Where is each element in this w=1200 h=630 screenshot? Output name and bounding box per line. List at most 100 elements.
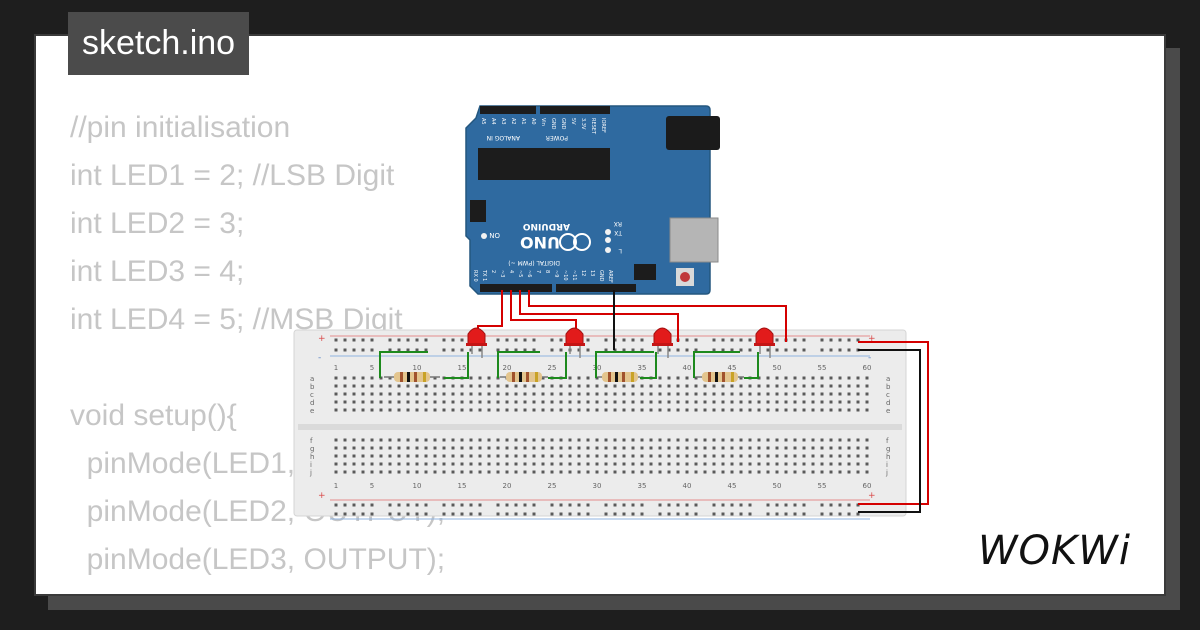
row-letter: h <box>886 453 890 461</box>
led-1 <box>466 327 487 358</box>
sketch-file-title: sketch.ino <box>68 12 250 75</box>
power-label: POWER <box>546 134 568 141</box>
wire-green-5 <box>444 352 469 379</box>
row-letter: j <box>309 469 312 477</box>
row-letter: d <box>886 399 890 407</box>
column-number: 40 <box>683 364 692 372</box>
breadboard: + + + + - - 1155101015152020252530303535… <box>293 329 907 520</box>
pin-label: ~5 <box>517 270 523 277</box>
code-line: void setup(){ <box>70 399 237 432</box>
code-line: int LED2 = 3; <box>70 207 245 240</box>
row-letter: i <box>310 461 312 469</box>
column-number: 45 <box>728 364 737 372</box>
row-letter: a <box>310 375 314 383</box>
row-letter: b <box>310 383 315 391</box>
column-number: 25 <box>548 482 557 490</box>
pin-label: GND <box>560 118 566 130</box>
wire-green-7 <box>640 352 657 379</box>
column-number: 30 <box>593 482 602 490</box>
pin-label: 3.3V <box>580 118 586 130</box>
pin-label: A4 <box>490 118 496 125</box>
analog-label: ANALOG IN <box>487 134 520 141</box>
column-number: 20 <box>503 482 512 490</box>
uno-label: UNO <box>520 233 560 252</box>
wire-pin3-led3 <box>519 290 679 342</box>
wokwi-logo: WOKWi <box>978 528 1131 574</box>
row-letter: g <box>310 445 314 453</box>
wire-rail-minus <box>858 349 921 513</box>
minus-label: - <box>868 353 871 363</box>
wire-pin2-led4 <box>528 290 787 342</box>
code-line: //pin initialisation <box>70 111 291 144</box>
arduino-brand-label: ARDUINO <box>522 221 570 231</box>
wire-green-6 <box>548 352 567 379</box>
row-letter: e <box>886 407 890 415</box>
pin-label: IOREF <box>600 118 606 133</box>
led-4 <box>754 327 775 358</box>
minus-label: - <box>318 353 321 363</box>
pin-label: A5 <box>480 118 486 125</box>
row-letter: c <box>886 391 890 399</box>
code-line: int LED1 = 2; //LSB Digit <box>70 159 395 192</box>
pin-label: 8 <box>544 270 550 273</box>
code-line: pinMode(LED4, OUTPUT); <box>70 584 445 594</box>
row-letter: b <box>886 383 891 391</box>
column-number: 1 <box>334 364 338 372</box>
pin-label: 4 <box>508 270 514 273</box>
plus-label: + <box>868 491 876 501</box>
row-letter: c <box>310 391 314 399</box>
pin-label: ~6 <box>526 270 532 277</box>
arduino-uno-board: UNO ARDUINO ON RX TX L DIGITAL (PWM ~) A… <box>465 105 720 295</box>
pin-label: RESET <box>590 118 596 135</box>
wire-green-4 <box>693 351 740 378</box>
row-letter: a <box>886 375 890 383</box>
pin-label: RX 0 <box>472 270 478 282</box>
card-shadow-bottom <box>48 596 1180 610</box>
microcontroller-chip <box>478 148 610 180</box>
wire-green-8 <box>744 352 759 379</box>
pin-label: A3 <box>500 118 506 125</box>
resistor <box>598 372 640 382</box>
column-number: 35 <box>638 482 647 490</box>
pin-label: A0 <box>530 118 536 125</box>
breadboard-column-numbers: 1155101015152020252530303535404045455050… <box>334 364 872 490</box>
pin-label: ~3 <box>499 270 505 277</box>
pin-label: ~9 <box>553 270 559 277</box>
tx-label: TX <box>614 229 623 236</box>
column-number: 10 <box>413 364 422 372</box>
wire-green-2 <box>497 351 540 378</box>
column-number: 5 <box>370 482 374 490</box>
column-number: 25 <box>548 364 557 372</box>
plus-label: + <box>318 491 326 501</box>
power-jack <box>666 116 720 150</box>
column-number: 20 <box>503 364 512 372</box>
row-letter: e <box>310 407 314 415</box>
column-number: 50 <box>773 482 782 490</box>
pin-label: GND <box>598 270 604 282</box>
pin-label: 2 <box>490 270 496 273</box>
resistor <box>384 372 440 382</box>
column-number: 45 <box>728 482 737 490</box>
rx-label: RX <box>614 220 622 227</box>
led-3 <box>652 327 673 358</box>
column-number: 15 <box>458 364 467 372</box>
code-line: int LED3 = 4; <box>70 255 245 288</box>
pin-label: TX 1 <box>481 269 487 281</box>
row-letter: d <box>310 399 314 407</box>
pin-label: ~11 <box>571 270 577 281</box>
row-letter: g <box>886 445 890 453</box>
column-number: 55 <box>818 364 827 372</box>
column-number: 1 <box>334 482 338 490</box>
row-letter: f <box>886 437 889 445</box>
column-number: 55 <box>818 482 827 490</box>
leds <box>466 327 775 358</box>
code-line: pinMode(LED3, OUTPUT); <box>70 543 446 576</box>
digital-label: DIGITAL (PWM ~) <box>508 259 560 266</box>
resistor <box>500 372 548 382</box>
pin-label: GND <box>550 118 556 130</box>
pin-label: 7 <box>535 270 541 273</box>
